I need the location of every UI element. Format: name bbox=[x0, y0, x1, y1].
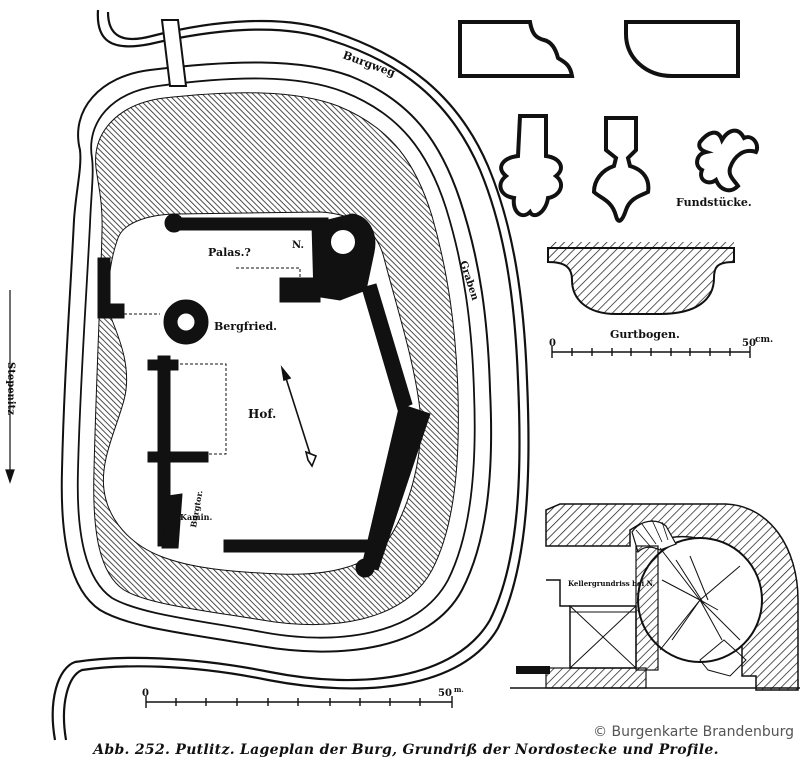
moat-line-2 bbox=[60, 61, 493, 653]
scale-main-start: 0 bbox=[142, 688, 149, 699]
label-stepenitz: Stepenitz bbox=[5, 362, 16, 415]
moat-inner-line bbox=[62, 11, 530, 741]
castle-walls bbox=[97, 213, 431, 578]
scale-main-unit: m. bbox=[454, 685, 464, 694]
profile-corner-rib bbox=[695, 128, 759, 193]
scale-profile-unit: cm. bbox=[755, 335, 773, 345]
profile-molding-2 bbox=[624, 20, 740, 78]
scale-profile-end: 50 bbox=[742, 338, 756, 349]
west-outwork bbox=[97, 257, 125, 319]
label-palas: Palas.? bbox=[208, 246, 251, 259]
site-plan: Burgweg Graben Stepenitz Palas.? N. Berg… bbox=[5, 9, 530, 741]
profile-rib-1 bbox=[498, 114, 564, 218]
east-wall-lower bbox=[361, 403, 431, 571]
southeast-tower bbox=[355, 558, 375, 578]
profile-molding-1 bbox=[458, 20, 575, 78]
moat-outer-line bbox=[51, 9, 521, 741]
profile-rib-2 bbox=[591, 116, 651, 223]
dashed-outlines bbox=[124, 267, 301, 455]
gurtbogen-section bbox=[547, 247, 735, 315]
northeast-corner-detail: Kellergrundriss bei N. bbox=[510, 503, 800, 691]
access-road bbox=[160, 19, 188, 87]
profile-fragments bbox=[458, 20, 759, 315]
label-bergfried: Bergfried. bbox=[214, 320, 277, 333]
southwest-wall-stub bbox=[161, 493, 183, 549]
east-wall-upper bbox=[361, 283, 413, 411]
label-kellergrundriss: Kellergrundriss bei N. bbox=[568, 579, 655, 588]
main-scale-bar bbox=[145, 696, 453, 708]
north-corner-tower bbox=[164, 213, 184, 233]
copyright-notice: © Burgenkarte Brandenburg bbox=[593, 724, 794, 740]
scale-profile-start: 0 bbox=[549, 338, 556, 349]
figure-caption: Abb. 252. Putlitz. Lageplan der Burg, Gr… bbox=[93, 742, 719, 758]
label-hof: Hof. bbox=[248, 407, 276, 421]
west-wall-crossing-lower bbox=[147, 451, 209, 463]
label-fundstuecke: Fundstücke. bbox=[676, 196, 752, 209]
stepenitz-flow-arrow bbox=[5, 290, 15, 484]
west-wall-crossing-upper bbox=[147, 359, 179, 371]
scale-main-end: 50 bbox=[438, 688, 452, 699]
profile-scale-bar bbox=[551, 346, 751, 358]
north-wall bbox=[177, 217, 329, 231]
label-gurtbogen: Gurtbogen. bbox=[610, 328, 680, 341]
label-burgtor: Burgtor. bbox=[188, 489, 204, 528]
label-kamin: Kamin. bbox=[180, 512, 212, 522]
moat-line-3 bbox=[76, 77, 476, 639]
label-marker-n: N. bbox=[292, 240, 304, 251]
north-arrow-icon bbox=[280, 365, 318, 468]
south-wall bbox=[223, 539, 371, 553]
